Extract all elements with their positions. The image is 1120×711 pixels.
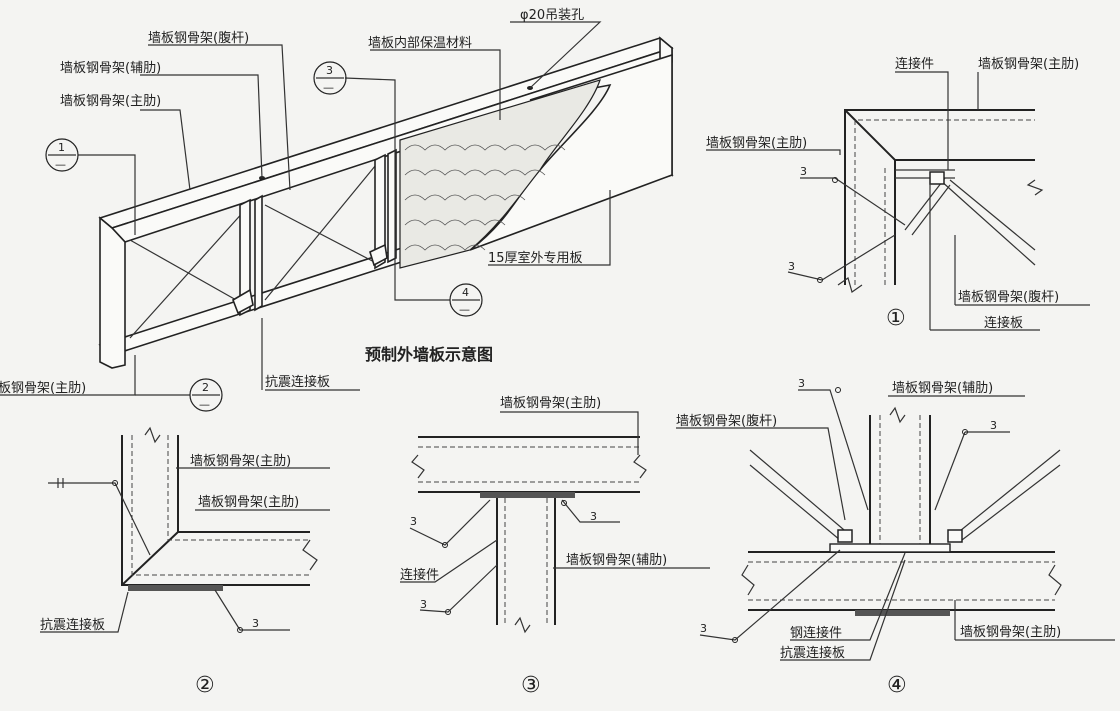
detail-2 — [40, 426, 330, 633]
svg-text:—: — — [55, 158, 66, 171]
svg-text:4: 4 — [462, 286, 469, 299]
weld-d1-b: 3 — [788, 260, 795, 273]
weld-d4-b: 3 — [990, 419, 997, 432]
label-steel-connector-d4: 钢连接件 — [790, 625, 842, 641]
label-aux-rib-d3: 墙板钢骨架(辅肋) — [566, 553, 667, 568]
label-exterior-board: 15厚室外专用板 — [488, 250, 583, 266]
label-connect-plate-d1: 连接板 — [984, 315, 1023, 331]
label-connector-d1: 连接件 — [895, 56, 934, 72]
callout-3: 3 — — [313, 61, 347, 95]
svg-text:1: 1 — [58, 141, 65, 154]
label-web-member-main: 墙板钢骨架(腹杆) — [148, 30, 249, 46]
callout-1: 1 — — [45, 138, 79, 172]
weld-d2: 3 — [252, 617, 259, 630]
detail-3 — [400, 411, 710, 634]
insulation-pattern — [404, 144, 566, 251]
svg-text:—: — — [199, 398, 210, 411]
label-seismic-plate-d4: 抗震连接板 — [780, 645, 845, 661]
main-panel-leaders — [0, 21, 611, 396]
label-connector-d3: 连接件 — [400, 567, 439, 583]
label-seismic-plate-d2: 抗震连接板 — [40, 617, 105, 633]
label-main-rib-d2-b: 墙板钢骨架(主肋) — [198, 495, 299, 510]
label-hoist-hole: φ20吊装孔 — [520, 8, 584, 23]
isometric-wall-panel — [98, 36, 674, 369]
label-main-rib-cut: 板钢骨架(主肋) — [0, 381, 86, 396]
label-aux-rib-d4: 墙板钢骨架(辅肋) — [892, 381, 993, 396]
weld-d3-b: 3 — [590, 510, 597, 523]
weld-d4-a: 3 — [798, 377, 805, 390]
label-main-rib-d3: 墙板钢骨架(主肋) — [500, 396, 601, 411]
label-main-rib-main: 墙板钢骨架(主肋) — [60, 94, 161, 109]
callout-2: 2 — — [189, 378, 223, 412]
label-main-rib-d1-top: 墙板钢骨架(主肋) — [978, 57, 1079, 72]
detail-number-1: ① — [886, 306, 906, 331]
label-main-rib-d2-a: 墙板钢骨架(主肋) — [190, 454, 291, 469]
detail-number-2: ② — [195, 673, 215, 698]
svg-text:—: — — [459, 303, 470, 316]
label-aux-rib-main: 墙板钢骨架(辅肋) — [60, 61, 161, 76]
detail-4 — [676, 387, 1115, 661]
label-main-rib-d4: 墙板钢骨架(主肋) — [960, 625, 1061, 640]
detail-number-3: ③ — [521, 673, 541, 698]
main-title: 预制外墙板示意图 — [365, 345, 493, 364]
weld-d1-a: 3 — [800, 165, 807, 178]
weld-d4-c: 3 — [700, 622, 707, 635]
label-main-rib-d1-left: 墙板钢骨架(主肋) — [706, 136, 807, 151]
weld-d3-a: 3 — [410, 515, 417, 528]
detail-1 — [706, 71, 1090, 331]
weld-d3-c: 3 — [420, 598, 427, 611]
label-web-member-d4: 墙板钢骨架(腹杆) — [676, 413, 777, 429]
label-insulation: 墙板内部保温材料 — [368, 35, 472, 51]
detail-number-4: ④ — [887, 673, 907, 698]
svg-text:2: 2 — [202, 381, 209, 394]
svg-text:—: — — [323, 81, 334, 94]
svg-text:3: 3 — [326, 64, 333, 77]
label-seismic-plate-main: 抗震连接板 — [265, 374, 330, 390]
callout-4: 4 — — [449, 283, 483, 317]
label-web-member-d1: 墙板钢骨架(腹杆) — [958, 289, 1059, 305]
